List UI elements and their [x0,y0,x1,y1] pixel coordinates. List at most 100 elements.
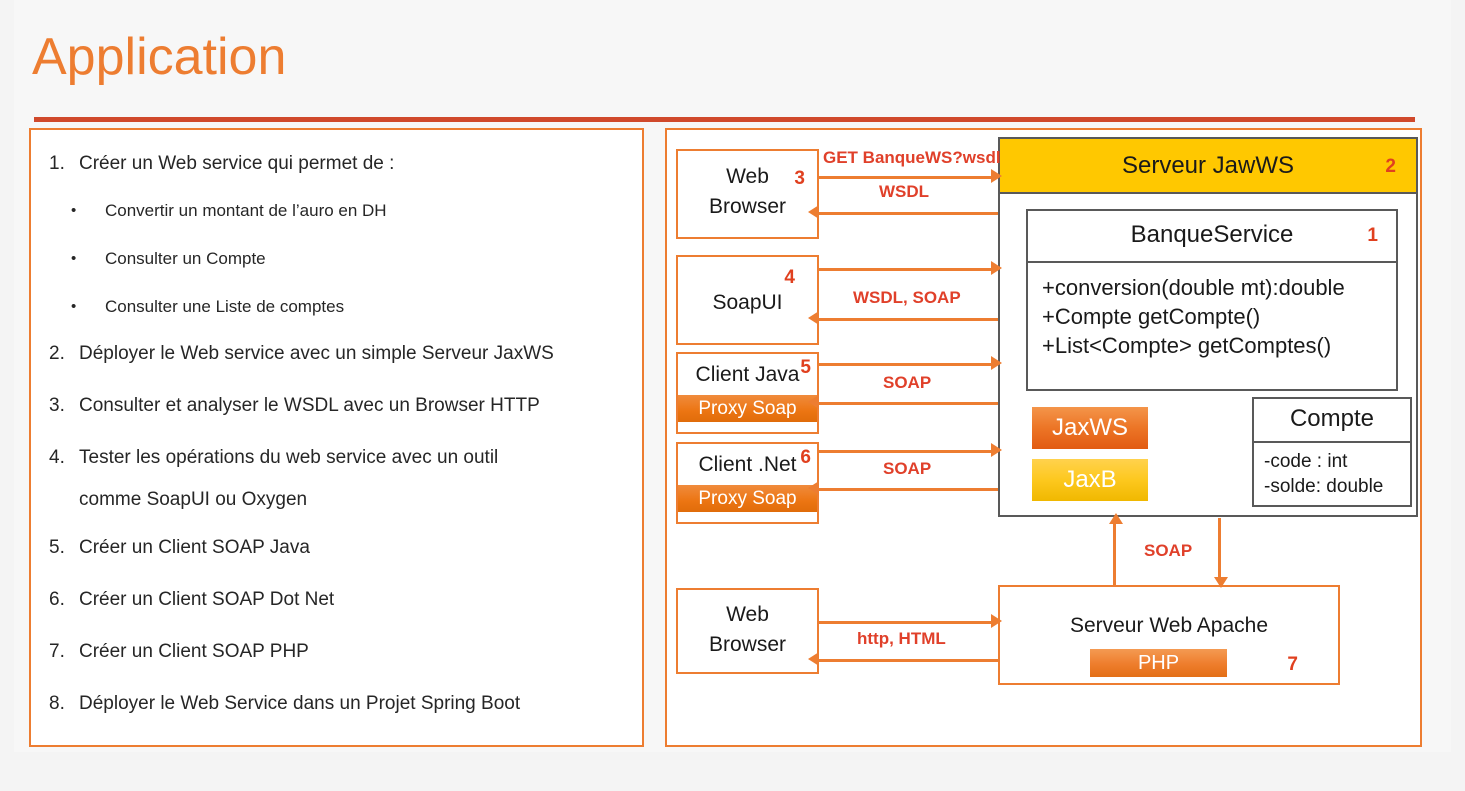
task-item-5: 5. Créer un Client SOAP Java [49,536,310,560]
task-item-7: 7. Créer un Client SOAP PHP [49,640,309,664]
arrow-head-wsdl-soap [808,311,819,325]
subtask-item-3: • Consulter une Liste de comptes [71,296,344,318]
arrow-head-soap-net [808,481,819,495]
task-number: 4. [49,447,65,468]
box-label-line2: Browser [708,633,787,656]
apache-label: Serveur Web Apache [1069,614,1269,637]
task-item-1: 1. Créer un Web service qui permet de : [49,152,394,176]
task-number: 1. [49,153,65,174]
task-item-2: 2. Déployer le Web service avec un simpl… [49,342,554,366]
arrow-label-get-wsdl: GET BanqueWS?wsdl [823,148,1001,167]
subtask-item-2: • Consulter un Compte [71,248,266,270]
task-number: 6. [49,589,65,610]
task-text: Créer un Client SOAP PHP [79,641,309,662]
arrow-label-wsdl-soap: WSDL, SOAP [853,288,961,307]
arrow-line-wsdl [819,212,998,215]
arrow-head-wsdl [808,205,819,219]
arrow-label-http-html: http, HTML [857,629,946,648]
task-text: Créer un Client SOAP Dot Net [79,589,335,610]
uml-class-compte: Compte -code : int -solde: double [1252,397,1412,507]
task-item-6: 6. Créer un Client SOAP Dot Net [49,588,334,612]
arrow-line-http-html [819,659,998,662]
arrow-head-soapui-request [991,261,1002,275]
task-number: 5. [49,537,65,558]
proxy-soap-chip-java: Proxy Soap [678,395,817,422]
uml-class-title: BanqueService 1 [1028,211,1396,263]
task-number: 8. [49,693,65,714]
arrow-head-get-wsdl [991,169,1002,183]
uml-class-banqueservice: BanqueService 1 +conversion(double mt):d… [1026,209,1398,391]
task-text: Consulter et analyser le WSDL avec un Br… [79,395,540,416]
step-marker-5: 5 [800,357,811,378]
arrow-line-soapui-request [819,268,993,271]
task-number: 3. [49,395,65,416]
uml-class-attributes: -code : int -solde: double [1264,451,1384,497]
box-label-line1: Client Java [695,363,800,386]
arrow-label-wsdl: WSDL [879,182,930,201]
arrow-head-soap-up [1109,513,1123,524]
server-header: Serveur JawWS 2 [1000,139,1416,194]
step-marker-7: 7 [1287,654,1298,675]
subtask-text: Convertir un montant de l’auro en DH [105,201,387,220]
step-marker-1: 1 [1367,225,1378,246]
diagram-box-client-java: Client Java 5 Proxy Soap [676,352,819,434]
tech-chip-jaxws: JaxWS [1032,407,1148,449]
task-number: 7. [49,641,65,662]
step-marker-3: 3 [794,168,805,189]
diagram-box-web-browser: Web Browser 3 [676,149,819,239]
uml-class-name: Compte [1289,405,1375,432]
step-marker-4: 4 [784,267,795,288]
subtask-text: Consulter une Liste de comptes [105,297,345,316]
task-item-4: 4. Tester les opérations du web service … [49,446,498,470]
arrow-head-soap-down [1214,577,1228,588]
box-label-line1: SoapUI [712,291,783,314]
task-text: comme SoapUI ou Oxygen [79,489,308,510]
server-header-label: Serveur JawWS [1121,152,1295,179]
task-item-4-continued: comme SoapUI ou Oxygen [79,488,307,512]
subtask-item-1: • Convertir un montant de l’auro en DH [71,200,387,222]
arrow-line-soap-java [819,402,998,405]
box-label-line2: Browser [708,195,787,218]
tech-chip-php: PHP [1090,649,1227,677]
box-label-line1: Web [726,603,769,626]
arrow-label-soap-apache: SOAP [1144,541,1193,560]
proxy-soap-chip-net: Proxy Soap [678,485,817,512]
arrow-line-get-wsdl [819,176,993,179]
tech-chip-jaxb: JaxB [1032,459,1148,501]
diagram-box-serveur-web-apache: Serveur Web Apache PHP 7 [998,585,1340,685]
task-item-8: 8. Déployer le Web Service dans un Proje… [49,692,520,716]
task-item-3: 3. Consulter et analyser le WSDL avec un… [49,394,540,418]
arrow-line-soap-net [819,488,998,491]
diagram-box-web-browser-bottom: Web Browser [676,588,819,674]
arrow-line-net-request [819,450,993,453]
page-title: Application [32,28,287,86]
arrow-line-soap-down [1218,518,1221,578]
diagram-box-serveur-jawws: Serveur JawWS 2 BanqueService 1 +convers… [998,137,1418,517]
arrow-head-http-request [991,614,1002,628]
arrow-head-java-request [991,356,1002,370]
bullet-icon: • [71,250,77,267]
task-number: 2. [49,343,65,364]
box-label-line1: Web [726,165,769,188]
arrow-line-http-request [819,621,993,624]
task-list-panel: 1. Créer un Web service qui permet de : … [29,128,644,747]
diagram-box-client-net: Client .Net 6 Proxy Soap [676,442,819,524]
bullet-icon: • [71,202,77,219]
uml-class-methods: +conversion(double mt):double +Compte ge… [1042,275,1345,358]
arrow-head-http-html [808,652,819,666]
arrow-line-java-request [819,363,993,366]
task-text: Tester les opérations du web service ave… [79,447,499,468]
task-text: Déployer le Web Service dans un Projet S… [79,693,521,714]
arrow-line-soap-up [1113,522,1116,587]
bullet-icon: • [71,298,77,315]
architecture-diagram-panel: Web Browser 3 SoapUI 4 Client Java 5 Pro… [665,128,1422,747]
arrow-line-wsdl-soap [819,318,998,321]
task-text: Déployer le Web service avec un simple S… [79,343,554,364]
subtask-text: Consulter un Compte [105,249,266,268]
arrow-label-soap-java: SOAP [883,373,932,392]
arrow-head-soap-java [808,395,819,409]
uml-class-title: Compte [1254,399,1410,443]
step-marker-6: 6 [800,447,811,468]
uml-class-name: BanqueService [1130,221,1294,248]
